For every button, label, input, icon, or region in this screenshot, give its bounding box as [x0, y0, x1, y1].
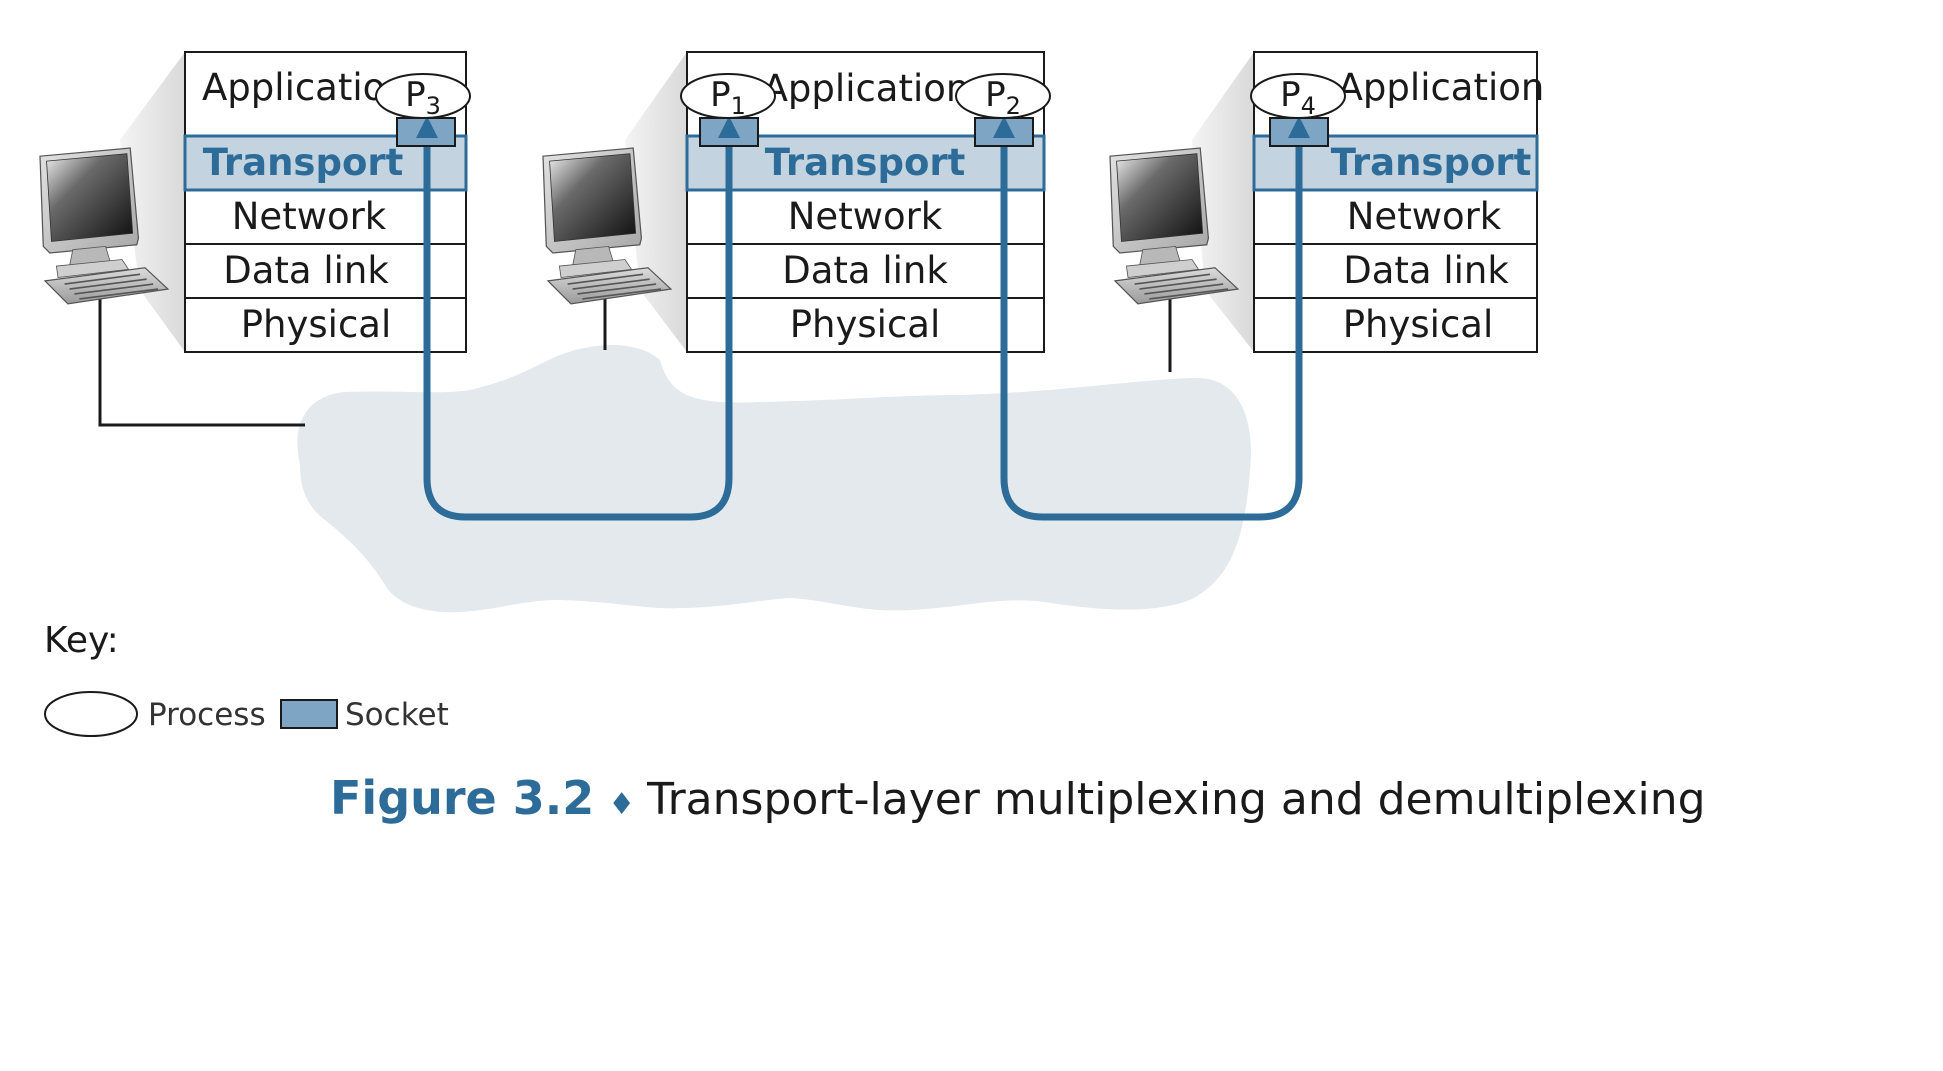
host2-network-label: Network	[788, 195, 943, 238]
host1-datalink-label: Data link	[223, 249, 389, 292]
svg-text:P1: P1	[710, 75, 746, 120]
host1-transport-label: Transport	[203, 141, 404, 184]
process-p3: P3	[375, 73, 471, 120]
network-cloud	[297, 344, 1251, 613]
host1-network-label: Network	[232, 195, 387, 238]
host3-application-label: Application	[1338, 66, 1545, 109]
host3-physical-label: Physical	[1343, 303, 1494, 346]
process-p2: P2	[955, 73, 1051, 120]
key-socket-label: Socket	[345, 697, 449, 733]
arrowhead-p4	[1288, 116, 1310, 138]
caption-figure-number: Figure 3.2	[330, 771, 594, 825]
process-p1: P1	[680, 73, 776, 120]
host1-physical-label: Physical	[241, 303, 392, 346]
host2-datalink-label: Data link	[782, 249, 948, 292]
key-process-swatch	[44, 691, 138, 737]
key-title: Key:	[44, 620, 119, 661]
arrowhead-p3	[416, 116, 438, 138]
host1-beam	[120, 52, 185, 352]
host2-physical-label: Physical	[790, 303, 941, 346]
svg-text:P3: P3	[405, 75, 441, 120]
arrowhead-p1	[718, 116, 740, 138]
process-p4: P4	[1250, 73, 1346, 120]
caption-separator: ♦	[608, 787, 635, 822]
host3-datalink-label: Data link	[1343, 249, 1509, 292]
host3-transport-label: Transport	[1331, 141, 1532, 184]
path-p3-to-p1	[423, 132, 733, 521]
key-process-label: Process	[148, 697, 266, 733]
key-legend: Key: Process Socket	[44, 620, 449, 737]
host2-transport-label: Transport	[765, 141, 966, 184]
arrowhead-p2	[993, 116, 1015, 138]
caption-text: Transport-layer multiplexing and demulti…	[646, 774, 1705, 825]
host1-application-label: Application	[202, 66, 409, 109]
svg-text:Figure 3.2♦Transport-layer mul: Figure 3.2 ♦ Transport-layer multiplexing …	[330, 771, 1706, 825]
figure-caption: Figure 3.2 ♦ Transport-layer multiplexing …	[330, 771, 1706, 825]
path-p2-to-p4	[1000, 132, 1303, 521]
host2-application-label: Application	[763, 67, 970, 110]
host3-network-label: Network	[1347, 195, 1502, 238]
key-socket-swatch	[280, 699, 338, 729]
svg-text:P4: P4	[1280, 75, 1316, 120]
host1-link-line	[98, 287, 305, 427]
svg-text:P2: P2	[985, 75, 1021, 120]
